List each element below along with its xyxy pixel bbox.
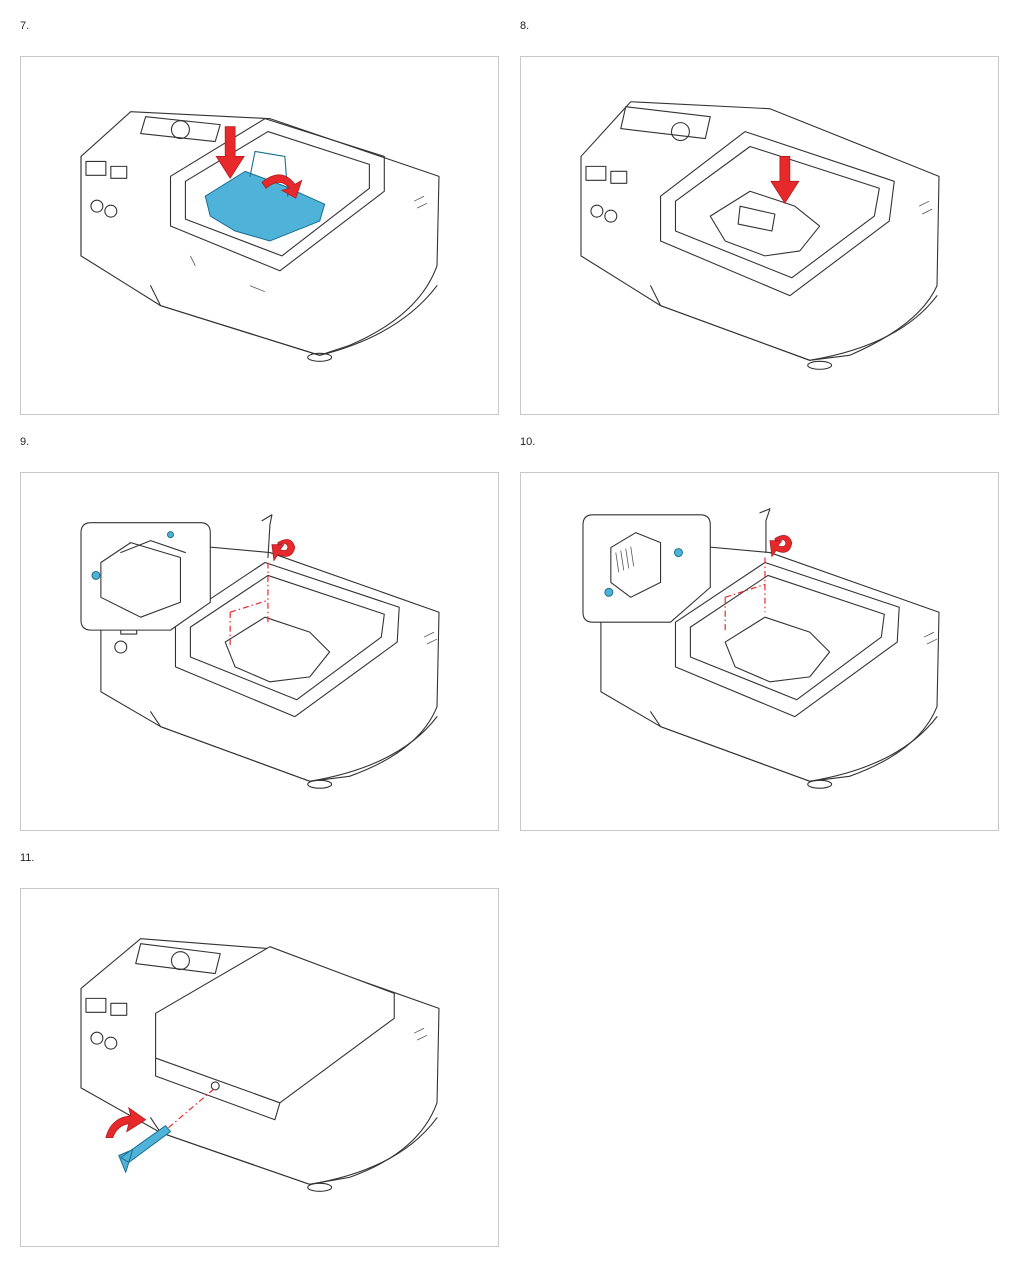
screw-highlight — [168, 532, 174, 538]
step-10-label: 10. — [520, 436, 535, 448]
screw-highlight — [674, 549, 682, 557]
projector-tighten-screws-illustration — [21, 473, 498, 830]
step-9-illustration — [20, 472, 499, 831]
step-10-illustration — [520, 472, 999, 831]
step-7-illustration — [20, 56, 499, 415]
step-11-illustration — [20, 888, 499, 1247]
step-7-label: 7. — [20, 20, 29, 32]
screwdriver-icon — [760, 509, 770, 553]
projector-lamp-insert-illustration — [21, 57, 498, 414]
screwdriver-icon — [119, 1126, 171, 1173]
step-11-label: 11. — [20, 852, 34, 864]
screwdriver-icon — [262, 515, 272, 558]
screw-highlight — [92, 571, 100, 579]
projector-tighten-screws-2-illustration — [521, 473, 998, 830]
step-9-label: 9. — [20, 436, 29, 448]
projector-close-cover-illustration — [21, 889, 498, 1246]
rotate-arrow — [770, 535, 792, 556]
projector-lamp-seat-illustration — [521, 57, 998, 414]
step-8-illustration — [520, 56, 999, 415]
step-8-label: 8. — [520, 20, 529, 32]
screw-highlight — [605, 588, 613, 596]
